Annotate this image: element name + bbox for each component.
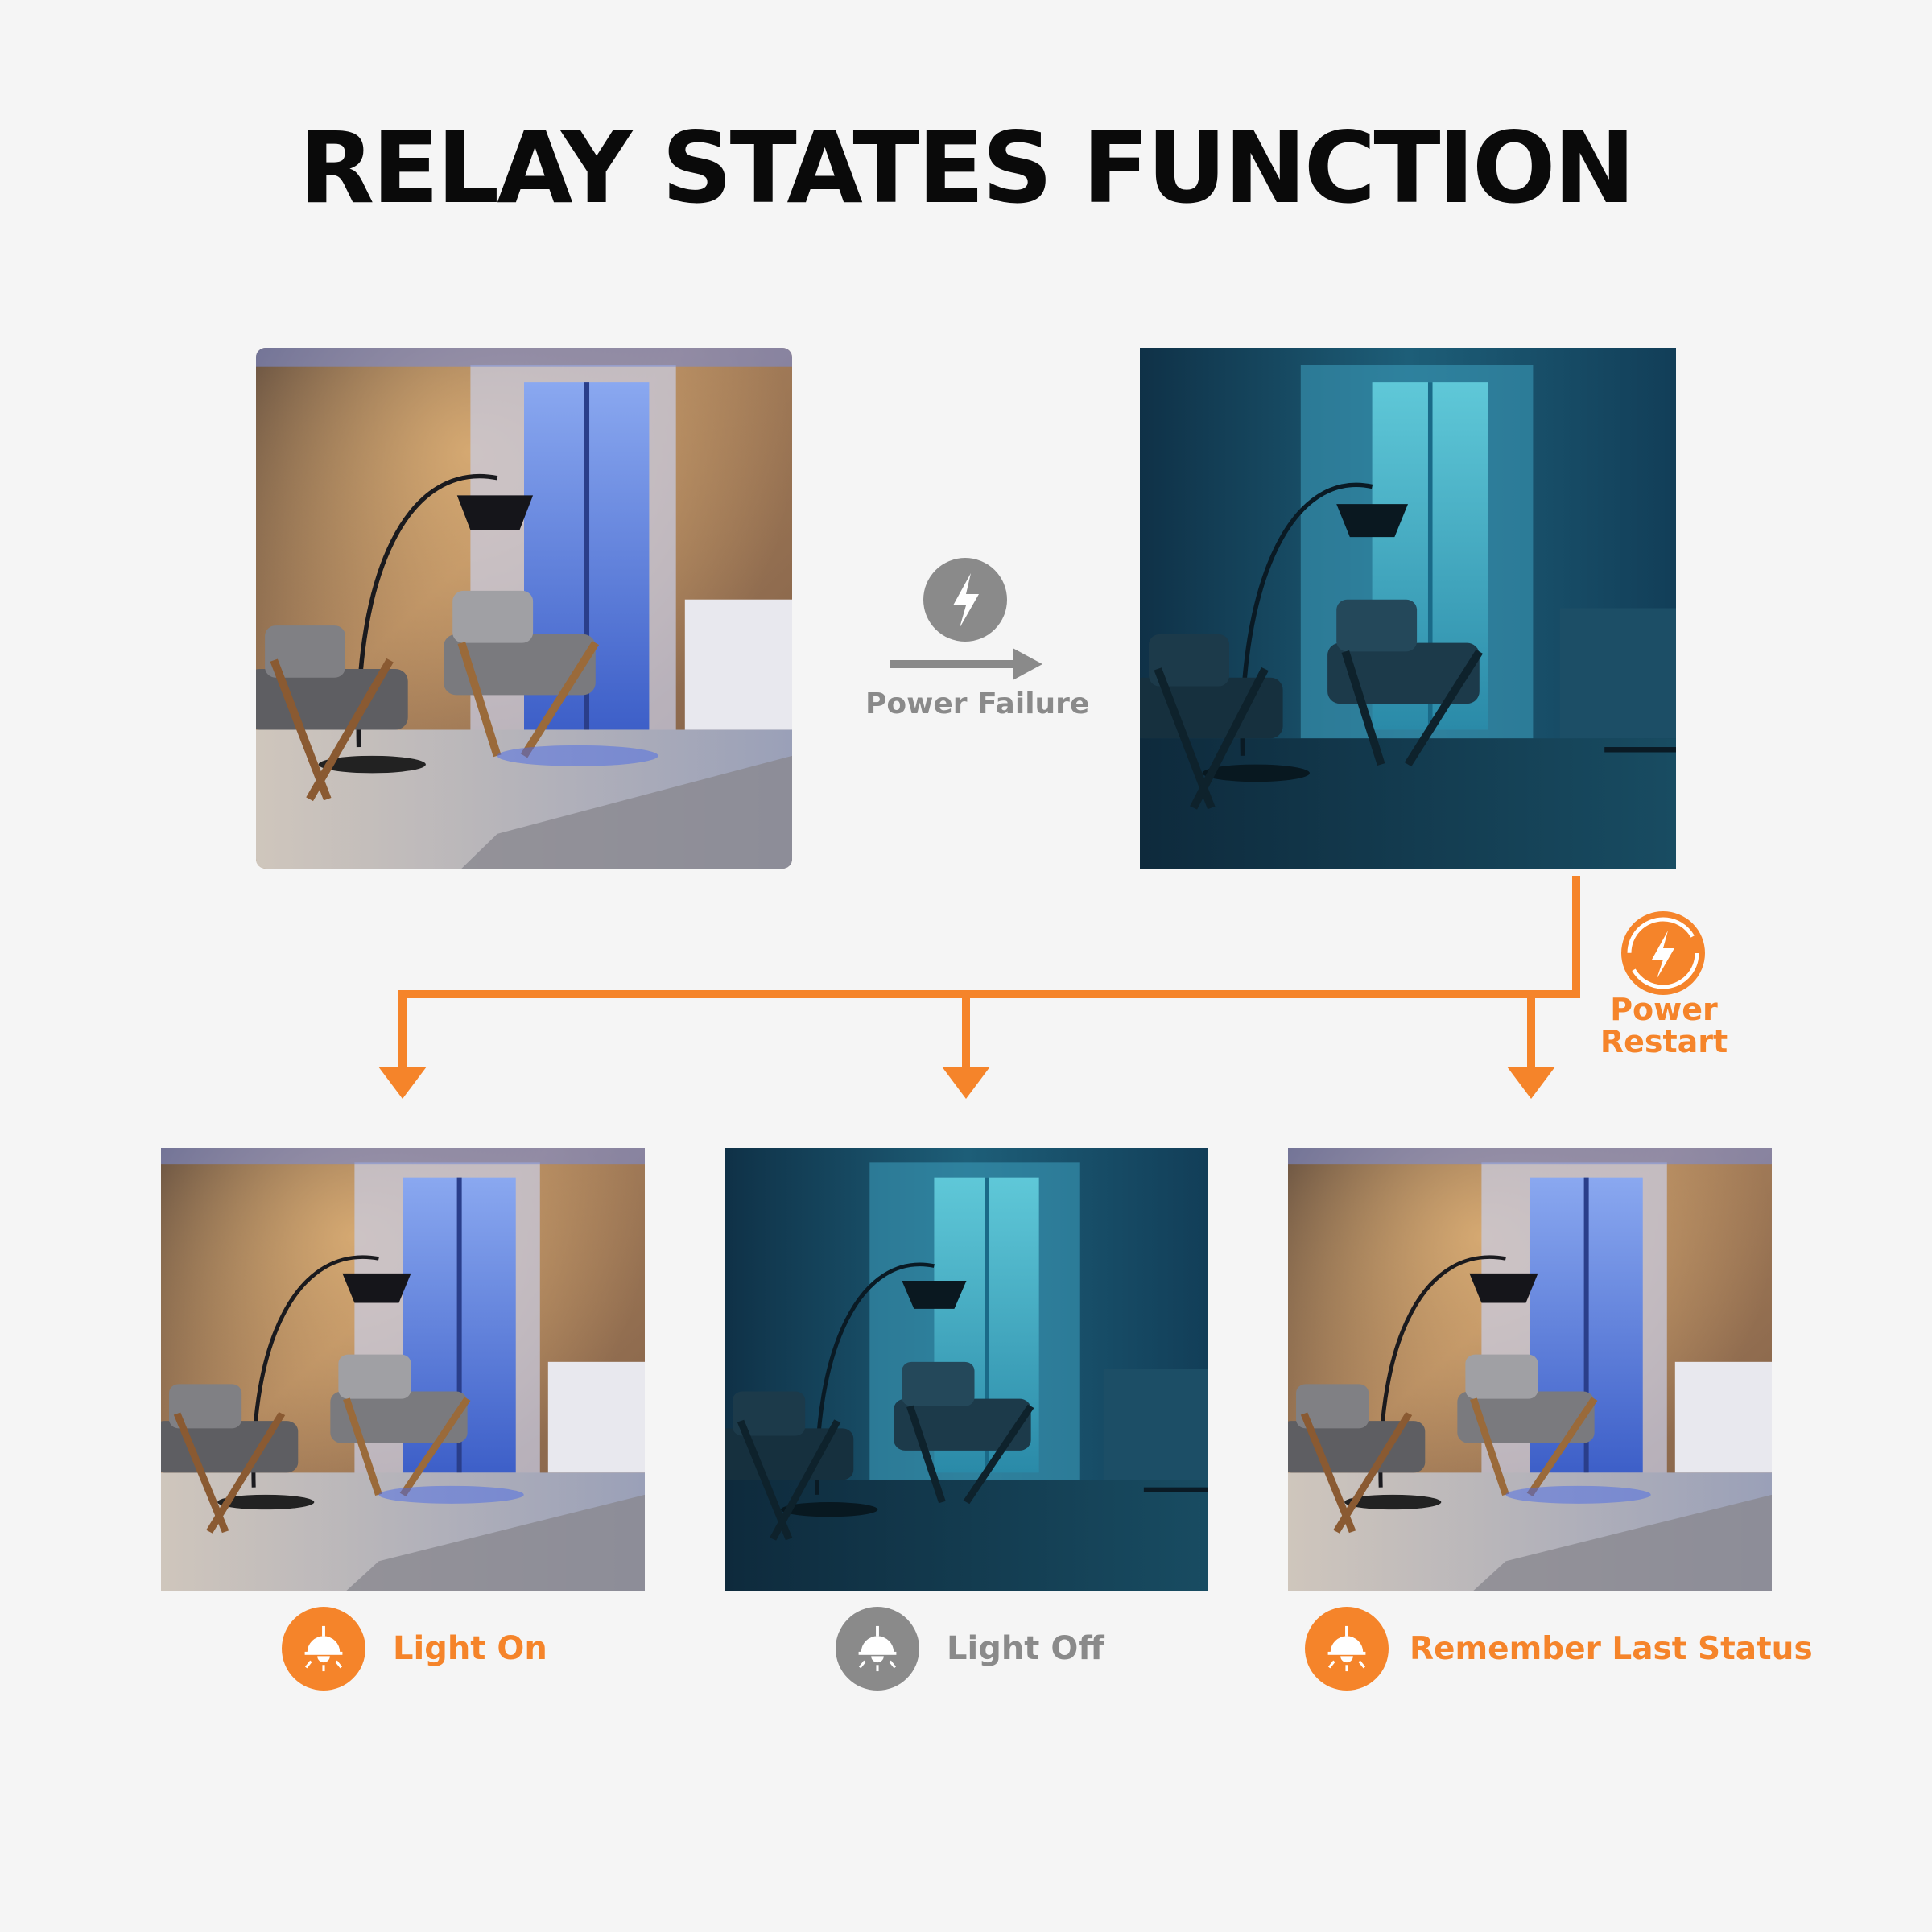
status-remember-last-label: Remember Last Status bbox=[1410, 1630, 1813, 1667]
status-light-off-label: Light Off bbox=[947, 1630, 1104, 1667]
status-remember-last: Remember Last Status bbox=[1305, 1607, 1813, 1690]
pendant-lamp-icon bbox=[1305, 1607, 1389, 1690]
page-title: RELAY STATES FUNCTION bbox=[299, 111, 1636, 225]
power-restart-label: Power Restart bbox=[1579, 993, 1748, 1058]
power-restart-branches bbox=[398, 876, 1580, 1071]
lightning-bolt-icon bbox=[923, 558, 1007, 642]
branch-arrowheads bbox=[378, 1067, 1555, 1099]
status-light-on-label: Light On bbox=[393, 1630, 547, 1667]
pendant-lamp-icon bbox=[282, 1607, 365, 1690]
scene-power-failure bbox=[1140, 348, 1676, 869]
power-failure-label: Power Failure bbox=[865, 687, 1090, 720]
scene-light-on bbox=[161, 1148, 645, 1591]
power-failure-arrow bbox=[890, 648, 1042, 680]
power-restart-icon bbox=[1621, 911, 1705, 995]
pendant-lamp-icon bbox=[836, 1607, 919, 1690]
scene-light-off bbox=[724, 1148, 1208, 1591]
power-restart-label-line2: Restart bbox=[1600, 1024, 1728, 1059]
scene-remember-last-status bbox=[1288, 1148, 1772, 1591]
status-light-off: Light Off bbox=[836, 1607, 1104, 1690]
status-light-on: Light On bbox=[282, 1607, 547, 1690]
scene-lights-on-before bbox=[256, 348, 792, 869]
power-restart-label-line1: Power bbox=[1610, 992, 1718, 1027]
